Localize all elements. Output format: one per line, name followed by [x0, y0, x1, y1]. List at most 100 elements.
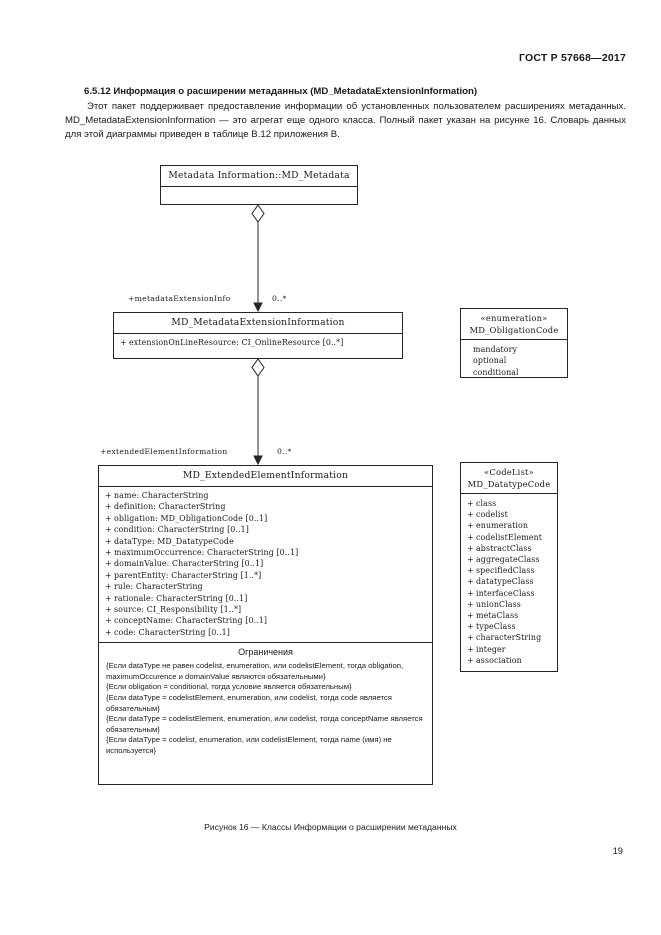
uml-attribute-text: dataType: MD_DatatypeCode [114, 536, 234, 546]
constraints-list: {Если dataType не равен codelist, enumer… [99, 660, 432, 761]
uml-codelist-value: +unionClass [461, 599, 557, 610]
uml-attribute-text: domainValue: CharacterString [0..1] [114, 559, 264, 569]
constraint-item: {Если dataType = codelistElement, enumer… [106, 693, 392, 713]
uml-codelist-value-text: unionClass [476, 599, 521, 609]
visibility-public-marker: + [120, 338, 127, 347]
uml-codelist-value: +codelist [461, 509, 557, 520]
uml-codelist-value-text: specifiedClass [476, 566, 535, 576]
visibility-public-marker: + [105, 548, 112, 558]
uml-attribute-row: +maximumOccurrence: CharacterString [0..… [99, 547, 432, 558]
uml-attribute-text: obligation: MD_ObligationCode [0..1] [114, 513, 268, 523]
constraint-item: {Если obligation = conditional, тогда ус… [106, 682, 352, 692]
uml-codelist-value: +association [461, 655, 557, 666]
uml-codelist-value-list: +class +codelist +enumeration +codelistE… [461, 493, 557, 670]
section-heading: 6.5.12 Информация о расширении метаданны… [84, 86, 478, 97]
uml-codelist-value: +class [461, 498, 557, 509]
uml-codelist-value: +metaClass [461, 610, 557, 621]
uml-codelist-value-text: codelistElement [476, 532, 543, 542]
uml-enumeration-header: «enumeration» MD_ObligationCode [461, 309, 567, 339]
uml-attribute-text: maximumOccurrence: CharacterString [0..1… [114, 548, 299, 558]
document-header-standard-number: ГОСТ Р 57668—2017 [518, 52, 626, 64]
uml-attribute-row: +extensionOnLineResource: CI_OnlineResou… [114, 337, 402, 348]
uml-attribute-list-extended-element: +name: CharacterString +definition: Char… [99, 486, 432, 642]
uml-attribute-row: +parentEntity: CharacterString [1..*] [99, 570, 432, 581]
uml-codelist-md-datatype-code[interactable]: «CodeList» MD_DatatypeCode +class +codel… [460, 462, 558, 672]
visibility-public-marker: + [105, 593, 112, 603]
uml-codelist-value: +characterString [461, 632, 557, 643]
visibility-public-marker: + [467, 555, 474, 565]
uml-attribute-text: extensionOnLineResource: CI_OnlineResour… [129, 338, 344, 347]
uml-attribute-list-extension-info: +extensionOnLineResource: CI_OnlineResou… [114, 333, 402, 352]
uml-class-md-extended-element-information[interactable]: MD_ExtendedElementInformation +name: Cha… [98, 465, 433, 785]
constraints-heading: Ограничения [238, 647, 293, 658]
visibility-public-marker: + [467, 521, 474, 531]
uml-attribute-text: conceptName: CharacterString [0..1] [114, 616, 268, 626]
visibility-public-marker: + [467, 599, 474, 609]
uml-enumeration-md-obligation-code[interactable]: «enumeration» MD_ObligationCode mandator… [460, 308, 568, 378]
uml-attribute-text: parentEntity: CharacterString [1..*] [114, 570, 262, 580]
constraint-item: {Если dataType не равен codelist, enumer… [106, 661, 404, 681]
uml-attribute-row: +rule: CharacterString [99, 581, 432, 592]
uml-codelist-value: +integer [461, 644, 557, 655]
uml-class-name-md-extended-element-information: MD_ExtendedElementInformation [182, 470, 349, 481]
uml-class-md-metadata-extension-information[interactable]: MD_MetadataExtensionInformation +extensi… [113, 312, 403, 359]
constraint-item: {Если dataType = codelistElement, enumer… [106, 714, 423, 734]
uml-enumeration-name-md-obligation-code: MD_ObligationCode [469, 325, 559, 335]
uml-codelist-value-text: typeClass [476, 622, 516, 632]
uml-class-md-metadata[interactable]: Metadata Information::MD_Metadata [160, 165, 358, 205]
uml-codelist-value-text: abstractClass [476, 543, 532, 553]
uml-codelist-header: «CodeList» MD_DatatypeCode [461, 463, 557, 493]
uml-constraints-compartment: Ограничения {Если dataType не равен code… [99, 642, 432, 761]
visibility-public-marker: + [467, 611, 474, 621]
uml-class-name-md-metadata: Metadata Information::MD_Metadata [168, 170, 350, 181]
uml-attribute-row: +rationale: CharacterString [0..1] [99, 593, 432, 604]
uml-codelist-value: +enumeration [461, 520, 557, 531]
figure-caption: Рисунок 16 — Классы Информации о расшире… [204, 822, 457, 832]
visibility-public-marker: + [105, 582, 112, 592]
visibility-public-marker: + [467, 499, 474, 508]
uml-attribute-row: +name: CharacterString [99, 490, 432, 501]
visibility-public-marker: + [467, 633, 474, 643]
association-multiplicity-metadata-extension-info: 0..* [272, 294, 287, 303]
uml-attribute-text: rule: CharacterString [114, 582, 203, 592]
uml-codelist-value-text: class [476, 499, 497, 508]
visibility-public-marker: + [467, 543, 474, 553]
uml-attribute-text: name: CharacterString [114, 491, 209, 500]
uml-attribute-row: +definition: CharacterString [99, 501, 432, 512]
uml-empty-attribute-compartment [161, 186, 357, 204]
uml-codelist-value: +typeClass [461, 621, 557, 632]
uml-stereotype-enumeration: «enumeration» [480, 313, 548, 323]
uml-codelist-value-text: integer [476, 644, 506, 654]
uml-attribute-text: condition: CharacterString [0..1] [114, 525, 249, 535]
uml-class-name-md-metadata-extension-information: MD_MetadataExtensionInformation [171, 317, 345, 328]
uml-attribute-row: +source: CI_Responsibility [1..*] [99, 604, 432, 615]
uml-codelist-value-text: association [476, 655, 522, 665]
uml-codelist-value: +specifiedClass [461, 565, 557, 576]
visibility-public-marker: + [467, 655, 474, 665]
uml-attribute-text: definition: CharacterString [114, 502, 226, 512]
visibility-public-marker: + [105, 513, 112, 523]
uml-codelist-value-text: characterString [476, 633, 542, 643]
uml-attribute-row: +conceptName: CharacterString [0..1] [99, 615, 432, 626]
visibility-public-marker: + [105, 616, 112, 626]
uml-codelist-value: +aggregateClass [461, 554, 557, 565]
uml-codelist-value: +abstractClass [461, 543, 557, 554]
visibility-public-marker: + [467, 622, 474, 632]
constraint-item: {Если dataType = codelist, enumeration, … [106, 735, 392, 756]
uml-attribute-row: +code: CharacterString [0..1] [99, 627, 432, 638]
visibility-public-marker: + [105, 605, 112, 615]
visibility-public-marker: + [467, 577, 474, 587]
visibility-public-marker: + [467, 566, 474, 576]
uml-codelist-value: +interfaceClass [461, 588, 557, 599]
association-role-extended-element-information: +extendedElementInformation [100, 447, 228, 456]
uml-codelist-value: +codelistElement [461, 532, 557, 543]
uml-codelist-value: +datatypeClass [461, 576, 557, 587]
visibility-public-marker: + [105, 491, 112, 500]
uml-attribute-row: +obligation: MD_ObligationCode [0..1] [99, 513, 432, 524]
uml-codelist-value-text: aggregateClass [476, 555, 540, 565]
uml-stereotype-codelist: «CodeList» [484, 467, 534, 477]
uml-attribute-row: +dataType: MD_DatatypeCode [99, 536, 432, 547]
uml-codelist-value-text: codelist [476, 510, 508, 520]
